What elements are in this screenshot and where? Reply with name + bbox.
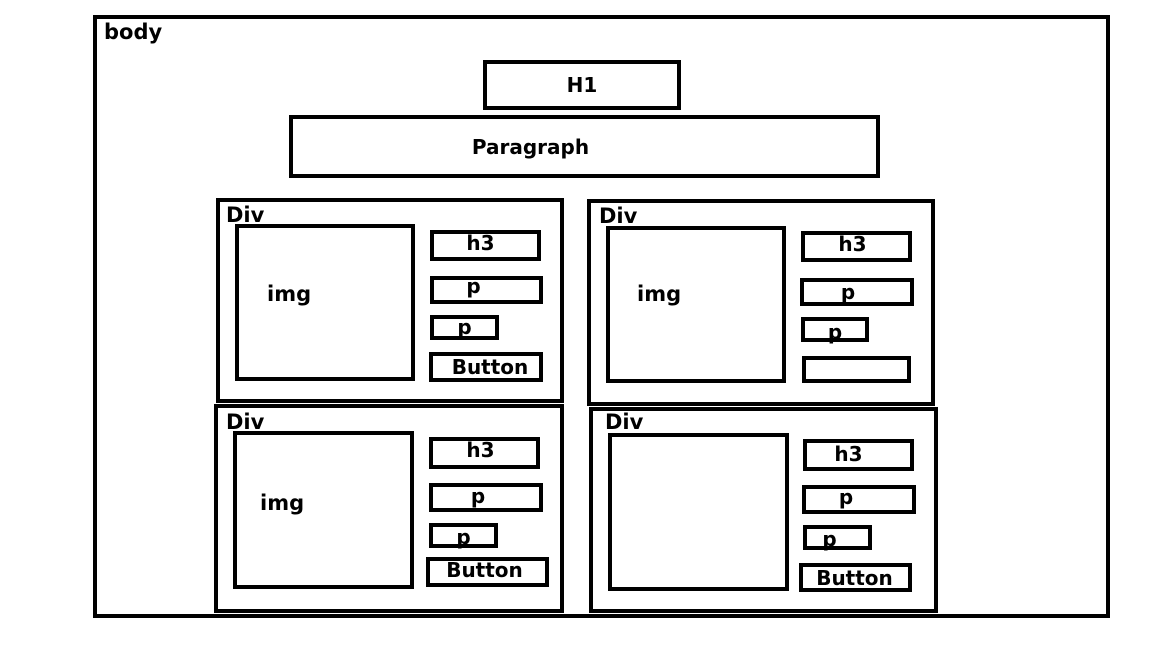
card-p2: p (430, 315, 499, 340)
p-label: p (827, 319, 843, 344)
p-label: p (840, 280, 856, 304)
heading-label: H1 (566, 73, 598, 97)
p-label: p (470, 483, 486, 508)
card-image: img (233, 431, 414, 589)
h3-label: h3 (466, 438, 495, 462)
card-button: Button (799, 563, 912, 592)
card-button: Button (429, 352, 543, 382)
heading-box: H1 (483, 60, 681, 110)
button-label: Button (451, 355, 529, 379)
card-button: Button (426, 557, 549, 587)
h3-label: h3 (838, 231, 867, 256)
button-label: Button (816, 565, 893, 590)
card-h3: h3 (803, 439, 914, 471)
card-button (802, 356, 911, 383)
card-p2: p (801, 317, 869, 342)
card-p1: p (429, 483, 543, 512)
body-label: body (104, 20, 163, 44)
div-label: Div (599, 204, 638, 228)
p-label: p (822, 526, 837, 551)
card-p1: p (802, 485, 916, 514)
card-image (608, 433, 789, 591)
div-label: Div (605, 410, 644, 434)
image-label: img (637, 282, 682, 306)
card-h3: h3 (801, 231, 912, 262)
card-p2: p (429, 523, 498, 548)
card-image: img (235, 224, 415, 381)
paragraph-box: Paragraph (289, 115, 880, 178)
p-label: p (838, 484, 854, 509)
card-p1: p (430, 276, 543, 304)
h3-label: h3 (834, 442, 863, 466)
paragraph-label: Paragraph (471, 134, 590, 159)
p-label: p (456, 524, 471, 549)
image-label: img (260, 491, 305, 515)
card-h3: h3 (429, 437, 540, 469)
button-label: Button (446, 558, 523, 582)
p-label: p (457, 314, 472, 339)
card-p1: p (800, 278, 914, 306)
div-label: Div (226, 203, 265, 227)
card-p2: p (803, 525, 872, 550)
div-label: Div (226, 410, 265, 434)
card-image: img (606, 226, 786, 383)
image-label: img (267, 282, 312, 306)
card-h3: h3 (430, 230, 541, 261)
h3-label: h3 (466, 230, 495, 255)
p-label: p (466, 274, 481, 298)
